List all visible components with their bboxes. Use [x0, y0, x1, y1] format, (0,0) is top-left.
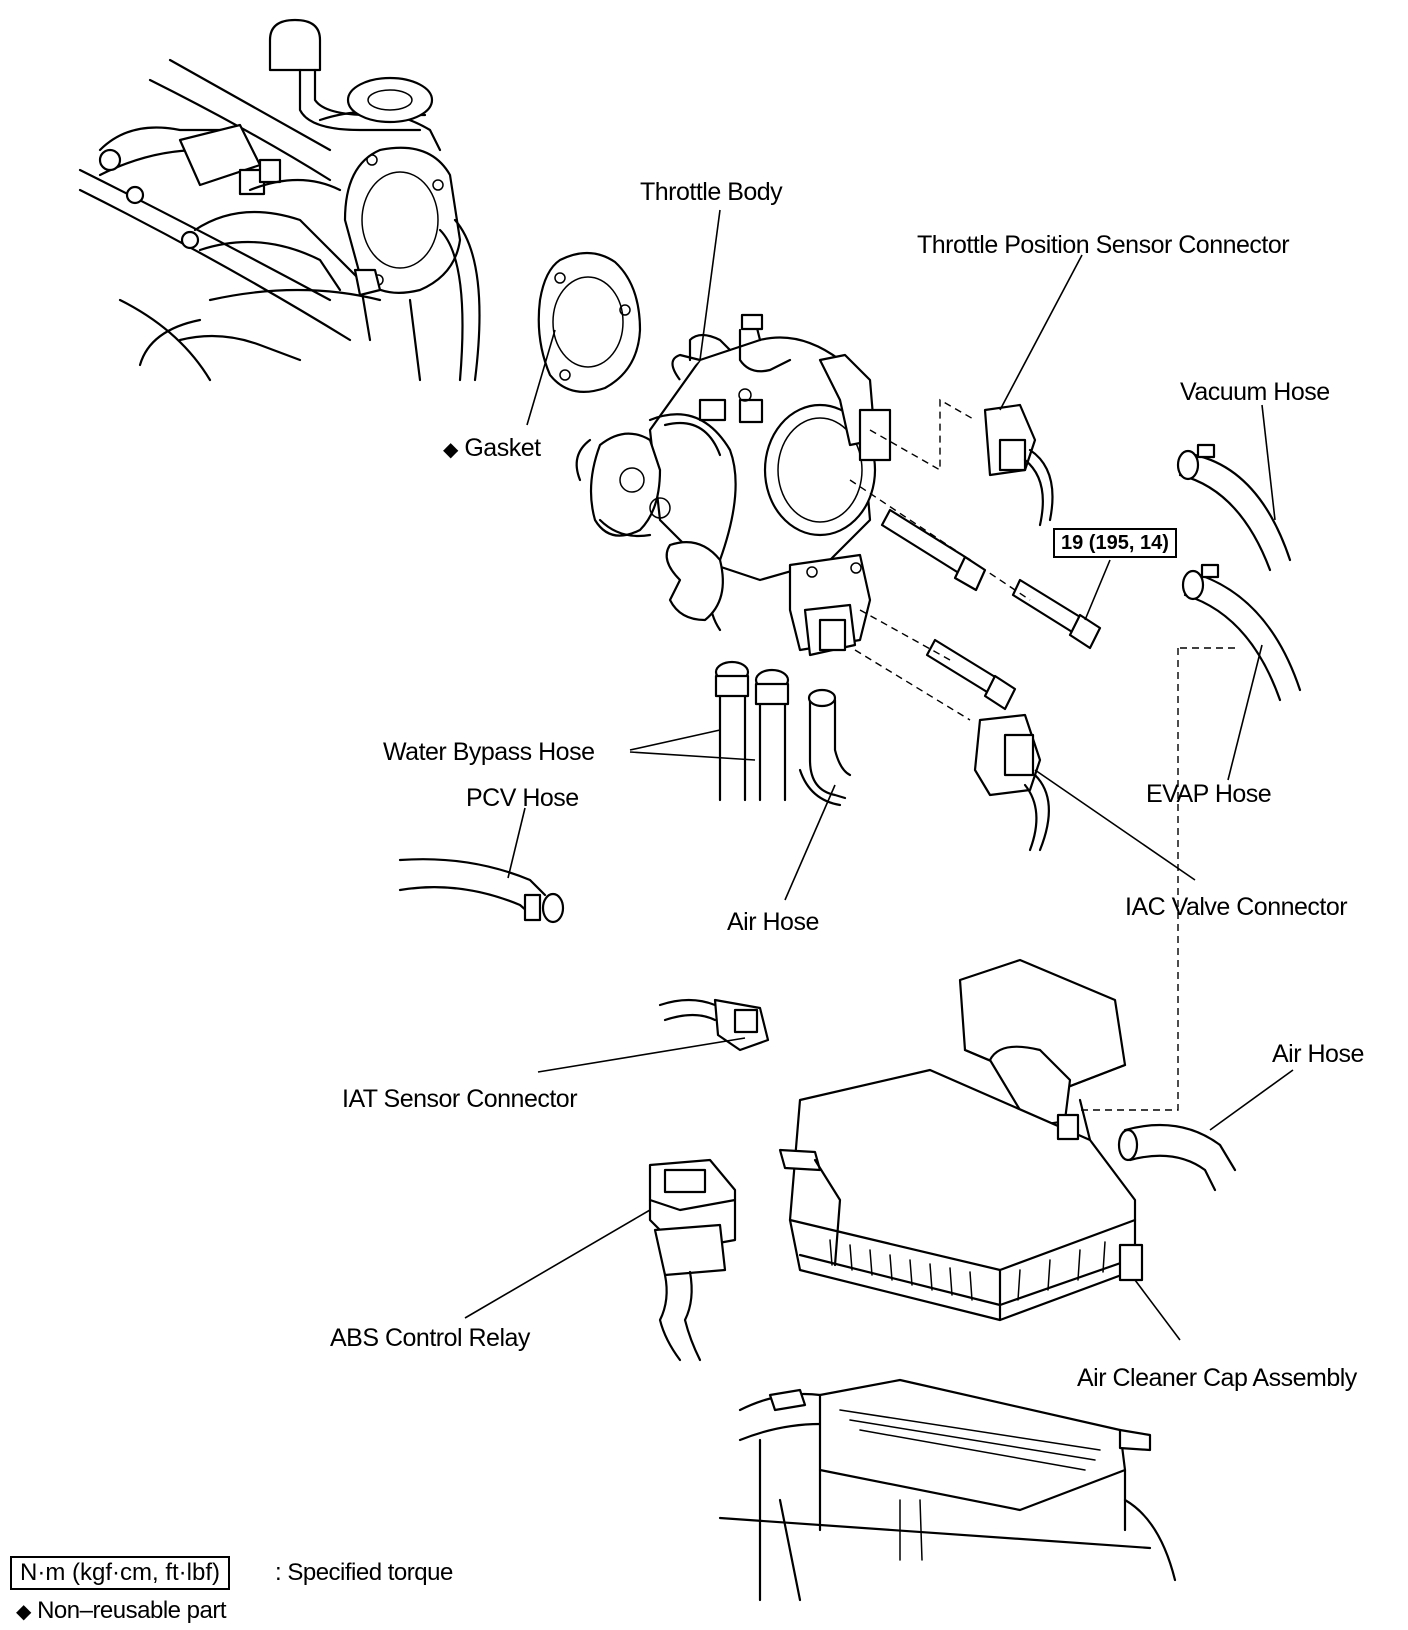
- iat-connector-drawing: [658, 998, 770, 1052]
- diamond-icon: ◆: [443, 439, 458, 461]
- label-water-bypass-hose: Water Bypass Hose: [383, 738, 595, 766]
- water-bypass-hose-drawing: [714, 660, 790, 802]
- air-hose-upper-drawing: [798, 688, 852, 807]
- label-pcv-hose: PCV Hose: [466, 784, 579, 812]
- legend-torque-text: : Specified torque: [275, 1559, 453, 1586]
- pcv-hose-drawing: [398, 858, 565, 924]
- label-air-hose-upper: Air Hose: [727, 908, 819, 936]
- legend-nonreusable: ◆ Non–reusable part: [16, 1597, 227, 1624]
- bolts-drawing: [880, 508, 1102, 711]
- alignment-dash-lines: [849, 398, 1240, 1111]
- label-tps-connector: Throttle Position Sensor Connector: [917, 231, 1290, 259]
- air-hose-right-drawing: [1117, 1123, 1237, 1192]
- vacuum-hose-drawing: [1176, 443, 1292, 572]
- label-abs-control-relay: ABS Control Relay: [330, 1324, 530, 1352]
- label-iat-sensor-connector: IAT Sensor Connector: [342, 1085, 578, 1113]
- torque-spec-box: 19 (195, 14): [1053, 528, 1177, 558]
- iac-connector-drawing: [973, 713, 1050, 852]
- tps-connector-drawing: [983, 403, 1054, 527]
- legend-torque-unit-box: N·m (kgf·cm, ft·lbf): [10, 1556, 230, 1591]
- gasket-drawing: [537, 251, 642, 393]
- intake-manifold-drawing: [78, 18, 481, 382]
- label-evap-hose: EVAP Hose: [1146, 780, 1272, 808]
- label-air-cleaner-cap-assembly: Air Cleaner Cap Assembly: [1077, 1364, 1357, 1392]
- label-gasket-text: Gasket: [464, 434, 541, 462]
- abs-relay-drawing: [648, 1158, 737, 1362]
- throttle-body-drawing: [575, 313, 892, 657]
- label-iac-valve-connector: IAC Valve Connector: [1125, 893, 1348, 921]
- air-cleaner-cap-drawing: [778, 958, 1144, 1322]
- label-air-hose-right: Air Hose: [1272, 1040, 1364, 1068]
- leader-lines: [464, 209, 1294, 1341]
- legend-nonreusable-text: Non–reusable part: [37, 1597, 227, 1624]
- evap-hose-drawing: [1181, 563, 1302, 702]
- label-throttle-body: Throttle Body: [640, 178, 783, 206]
- diamond-icon: ◆: [16, 1601, 31, 1623]
- label-gasket: ◆ Gasket: [443, 436, 541, 461]
- label-vacuum-hose: Vacuum Hose: [1180, 378, 1330, 406]
- air-cleaner-case-drawing: [718, 1378, 1177, 1602]
